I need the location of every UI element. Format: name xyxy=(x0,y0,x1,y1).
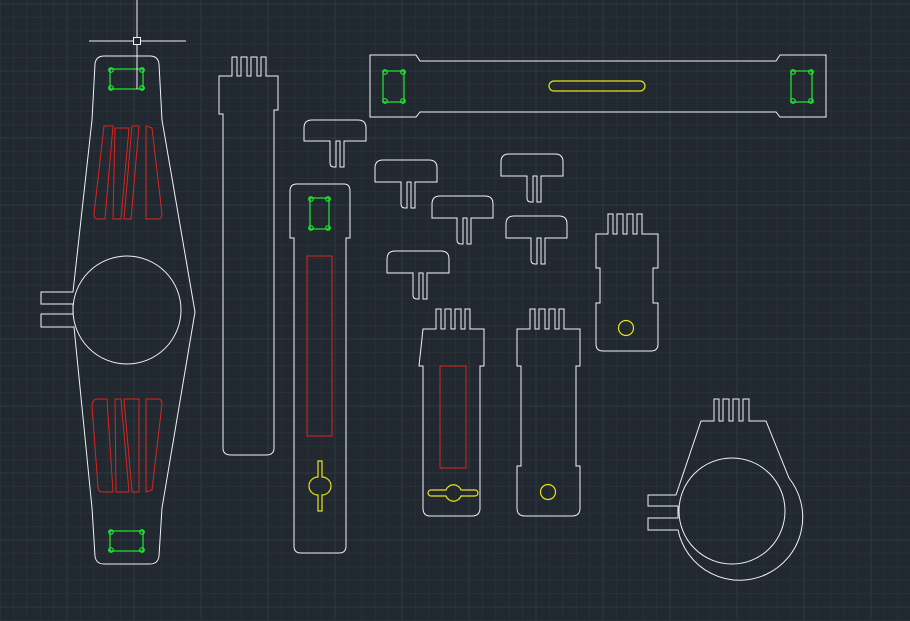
tee-piece-3[interactable] xyxy=(431,195,494,245)
short-hole-arm[interactable] xyxy=(595,213,659,352)
ring-clamp[interactable] xyxy=(647,398,804,581)
tee-piece-2[interactable] xyxy=(374,159,438,209)
slider-arm[interactable] xyxy=(289,183,351,554)
tee-piece-5[interactable] xyxy=(500,153,564,203)
bracelet-plate[interactable] xyxy=(40,55,196,565)
tee-piece-6[interactable] xyxy=(505,215,568,265)
tee-piece-4[interactable] xyxy=(386,250,450,300)
hole-arm[interactable] xyxy=(516,308,581,517)
long-strap[interactable] xyxy=(218,56,279,456)
tee-piece-1[interactable] xyxy=(303,119,367,168)
window-arm[interactable] xyxy=(418,308,485,517)
slotted-bar[interactable] xyxy=(369,54,827,118)
crosshair-cursor xyxy=(89,0,186,89)
